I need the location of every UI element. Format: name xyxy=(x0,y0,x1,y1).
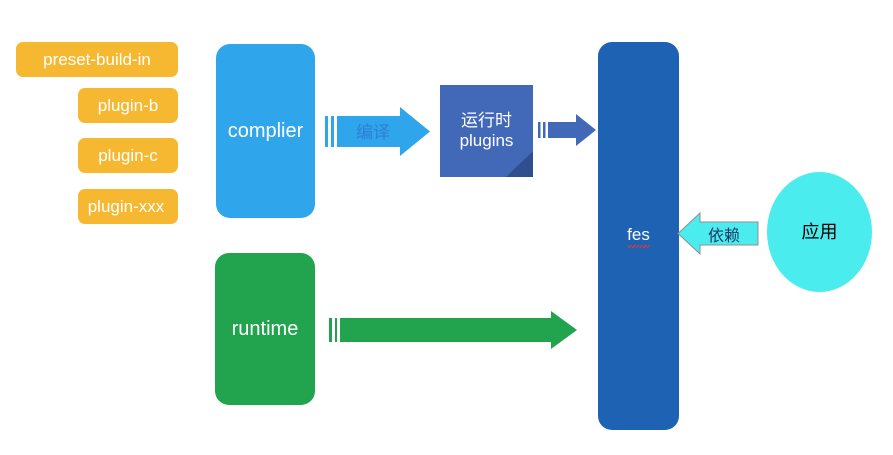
arrow-runtime-to-fes[interactable] xyxy=(329,311,577,349)
node-runtime[interactable]: runtime xyxy=(215,253,315,405)
node-runtime-plugins-line2: plugins xyxy=(459,131,514,150)
arrow-plugins-to-fes[interactable] xyxy=(538,112,596,148)
node-plugin-b[interactable]: plugin-b xyxy=(78,88,178,123)
node-app[interactable]: 应用 xyxy=(767,172,872,292)
node-runtime-plugins[interactable]: 运行时 plugins xyxy=(440,85,533,177)
node-preset-build-in-label: preset-build-in xyxy=(43,49,151,69)
node-plugin-xxx[interactable]: plugin-xxx xyxy=(78,189,178,224)
arrow-compile[interactable] xyxy=(325,107,430,156)
node-runtime-plugins-line1: 运行时 xyxy=(461,111,512,131)
node-runtime-label: runtime xyxy=(231,317,299,340)
node-app-label: 应用 xyxy=(801,221,838,242)
node-complier[interactable]: complier xyxy=(216,44,315,218)
node-plugin-c-label: plugin-c xyxy=(98,145,158,165)
node-fes[interactable]: fes xyxy=(598,42,679,430)
node-runtime-plugins-label: 运行时 plugins xyxy=(460,111,514,150)
node-fes-label: fes xyxy=(627,225,650,248)
node-plugin-c[interactable]: plugin-c xyxy=(78,138,178,173)
arrow-depend[interactable] xyxy=(677,211,759,256)
node-plugin-b-label: plugin-b xyxy=(97,95,159,115)
node-plugin-xxx-label: plugin-xxx xyxy=(87,196,165,216)
node-preset-build-in[interactable]: preset-build-in xyxy=(16,42,178,77)
node-complier-label: complier xyxy=(227,119,304,142)
